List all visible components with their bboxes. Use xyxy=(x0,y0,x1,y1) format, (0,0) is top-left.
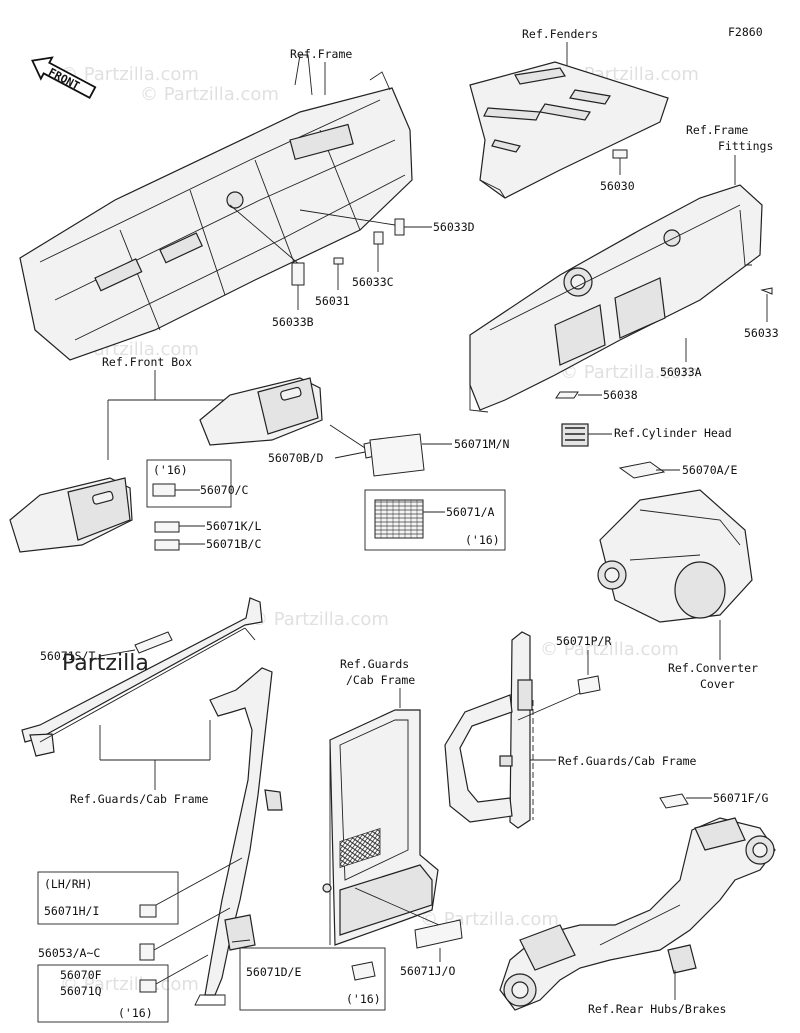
part-56071a: 56071/A xyxy=(446,505,495,519)
decal-56071st xyxy=(134,631,173,654)
part-56071st: 56071S/T xyxy=(40,649,95,663)
figure-code: F2860 xyxy=(728,25,763,39)
part-56038: 56038 xyxy=(603,388,638,402)
box-56071de xyxy=(239,947,386,1011)
ref-fenders-label: Ref.Fenders xyxy=(522,27,598,41)
part-56031: 56031 xyxy=(315,294,350,308)
rops-bar-assembly xyxy=(21,597,283,1006)
ref-guards-right-label: Ref.Guards/Cab Frame xyxy=(558,754,697,768)
decal-56070f xyxy=(139,979,157,993)
note-16-a: ('16) xyxy=(153,463,188,477)
decal-56030 xyxy=(612,149,628,159)
ref-frame-label: Ref.Frame xyxy=(290,47,352,61)
part-56053ac: 56053/A~C xyxy=(38,946,100,960)
ref-frame-fittings-label-2: Fittings xyxy=(718,139,773,153)
decal-56071a xyxy=(374,499,424,539)
part-56033b: 56033B xyxy=(272,315,314,329)
partzilla-logo: Partzilla xyxy=(62,651,149,676)
part-56033d: 56033D xyxy=(433,220,475,234)
part-56070f: 56070F xyxy=(60,968,102,982)
decal-56071hi xyxy=(139,904,157,918)
decal-56031 xyxy=(333,257,344,265)
decal-56053ac xyxy=(139,943,155,961)
decal-56071fg xyxy=(659,793,689,809)
box-56071a xyxy=(364,489,506,551)
decal-56071de xyxy=(351,961,376,981)
ref-rear-hubs-label: Ref.Rear Hubs/Brakes xyxy=(588,1002,726,1016)
decal-56071pr xyxy=(577,675,601,695)
part-56071jo: 56071J/O xyxy=(400,964,455,978)
cab-frame-post-part xyxy=(444,631,533,829)
front-box-lower-part xyxy=(9,477,133,553)
rear-axle-part xyxy=(499,817,776,1011)
door-panel-part xyxy=(322,709,439,946)
decal-56070ae xyxy=(618,461,666,479)
decal-56038 xyxy=(555,391,579,399)
box-56070c xyxy=(146,459,232,508)
watermark-text: © Partzilla.com xyxy=(60,64,199,85)
frame-assembly xyxy=(19,54,413,361)
note-16-d: ('16) xyxy=(346,992,381,1006)
part-56071mn: 56071M/N xyxy=(454,437,509,451)
decal-56071kl xyxy=(154,521,180,533)
watermark-text: © Partzilla.com xyxy=(140,84,279,105)
ref-front-box-label: Ref.Front Box xyxy=(102,355,192,369)
fender-assembly xyxy=(469,61,669,199)
watermark-text: © Partzilla.com xyxy=(560,362,699,383)
cylinder-head-part xyxy=(561,423,589,447)
ref-guards-mid-label-2: /Cab Frame xyxy=(346,673,415,687)
decal-56071jo xyxy=(414,919,463,949)
decal-56033b xyxy=(291,262,305,286)
watermark-text: © Partzilla.com xyxy=(250,609,389,630)
part-56033a: 56033A xyxy=(660,365,702,379)
box-56071hi xyxy=(37,871,179,925)
note-16-b: ('16) xyxy=(465,533,500,547)
decal-56070c xyxy=(152,483,176,497)
decal-56033 xyxy=(760,287,773,295)
front-box-upper-part xyxy=(199,377,323,446)
decal-56071bc xyxy=(154,539,180,551)
part-56030: 56030 xyxy=(600,179,635,193)
part-56071de: 56071D/E xyxy=(246,965,301,979)
converter-cover-part xyxy=(597,489,753,623)
part-56071pr: 56071P/R xyxy=(556,634,611,648)
box-56070f xyxy=(37,964,169,1023)
part-56071bc: 56071B/C xyxy=(206,537,261,551)
ref-converter-label-2: Cover xyxy=(700,677,735,691)
watermark-text: © Partzilla.com xyxy=(540,639,679,660)
note-lhrh: (LH/RH) xyxy=(44,877,92,891)
decal-56033c xyxy=(373,231,384,245)
ref-guards-left-label: Ref.Guards/Cab Frame xyxy=(70,792,209,806)
part-56071hi: 56071H/I xyxy=(44,904,99,918)
ref-frame-fittings-label-1: Ref.Frame xyxy=(686,123,748,137)
ref-cylinder-head-label: Ref.Cylinder Head xyxy=(614,426,732,440)
part-56033: 56033 xyxy=(744,326,779,340)
part-56070ae: 56070A/E xyxy=(682,463,737,477)
part-56070bd: 56070B/D xyxy=(268,451,323,465)
frame-fittings-assembly xyxy=(469,184,763,413)
part-56033c: 56033C xyxy=(352,275,394,289)
part-56071q: 56071Q xyxy=(60,984,102,998)
part-56070c: 56070/C xyxy=(200,483,249,497)
decal-56071mn xyxy=(369,433,425,477)
decal-56033d xyxy=(394,218,405,236)
note-16-c: ('16) xyxy=(118,1006,153,1020)
ref-converter-label-1: Ref.Converter xyxy=(668,661,758,675)
part-56071fg: 56071F/G xyxy=(713,791,768,805)
ref-guards-mid-label-1: Ref.Guards xyxy=(340,657,409,671)
part-56071kl: 56071K/L xyxy=(206,519,261,533)
